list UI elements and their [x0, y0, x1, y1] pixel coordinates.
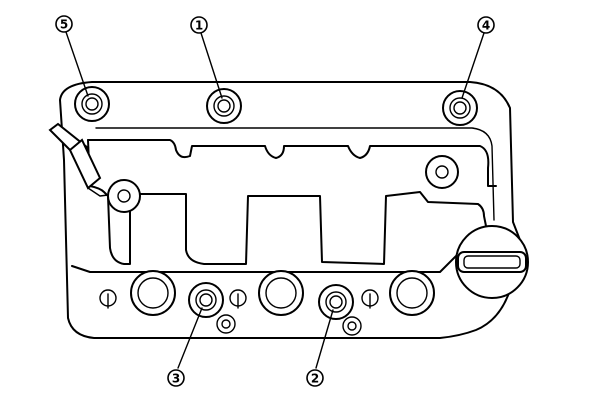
stud-1	[99, 289, 117, 309]
bolt-boss-1	[206, 88, 242, 124]
leader-line-2	[315, 309, 334, 369]
callout-2: 2	[306, 369, 324, 387]
svg-text:3: 3	[172, 372, 180, 386]
mount-boss-right	[425, 155, 459, 189]
callout-4: 4	[477, 16, 495, 34]
oil-filler-cap	[455, 225, 529, 299]
callout-1: 1	[190, 16, 208, 34]
washer-1	[216, 314, 236, 334]
bolt-boss-3	[188, 282, 224, 318]
leader-line-4	[461, 32, 485, 99]
svg-text:2: 2	[311, 372, 319, 386]
leader-line-5	[65, 31, 89, 97]
bolt-boss-5	[74, 86, 110, 122]
mount-boss-left	[107, 179, 141, 213]
upper-baffle	[87, 139, 497, 187]
callout-5: 5	[55, 15, 73, 33]
cover-outline	[59, 81, 526, 339]
stud-2	[229, 289, 247, 309]
leader-line-3	[177, 307, 203, 369]
cover-inner-rim	[95, 127, 495, 221]
svg-text:1: 1	[195, 19, 203, 33]
lower-rib	[71, 251, 461, 273]
svg-text:5: 5	[60, 18, 68, 32]
bolt-boss-2	[318, 284, 354, 320]
spark-plug-hole-3	[389, 270, 435, 316]
vent-tube-body	[68, 138, 102, 190]
leader-line-1	[200, 32, 223, 99]
bolt-boss-4	[442, 90, 478, 126]
spark-plug-hole-1	[130, 270, 176, 316]
spark-plug-hole-2	[258, 270, 304, 316]
callout-3: 3	[167, 369, 185, 387]
svg-text:4: 4	[482, 19, 490, 33]
stud-3	[361, 289, 379, 309]
washer-2	[342, 316, 362, 336]
inner-baffle-path	[87, 139, 487, 265]
